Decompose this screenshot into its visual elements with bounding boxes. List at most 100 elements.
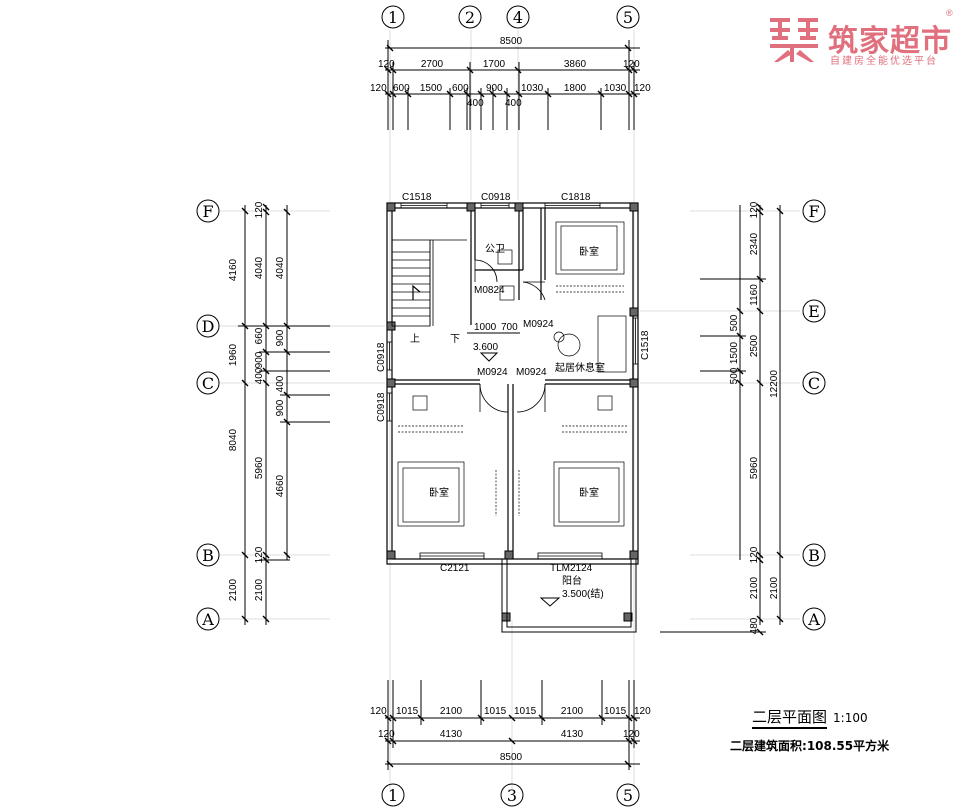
dim: 12200 [769, 370, 780, 398]
dim: 120 [254, 201, 265, 218]
dim: 700 [501, 322, 518, 333]
axis-bottom-5: 5 [623, 786, 633, 805]
door-swings [474, 259, 546, 413]
dim: 400 [275, 375, 286, 392]
door-label: TLM2124 [550, 563, 593, 574]
columns [386, 202, 639, 622]
dim: 2100 [228, 578, 239, 601]
axis-left-A: A [201, 610, 214, 629]
dim: 120 [623, 59, 640, 70]
axis-top-4: 4 [513, 8, 523, 27]
elevation-balcony: 3.500(结) [562, 587, 604, 600]
plan-labels: C1518 C0918 C1818 C1518 C0918 C0918 C212… [376, 192, 651, 600]
dim: 2100 [749, 576, 760, 599]
stair-down-label: 下 [450, 334, 460, 345]
axis-bubbles-right: F E C B A [802, 199, 826, 631]
dim: 120 [749, 546, 760, 563]
room-label: 卧室 [579, 245, 599, 258]
building-walls [386, 202, 639, 565]
axis-bottom-1: 1 [388, 786, 398, 805]
room-label: 卧室 [579, 486, 599, 499]
dim-top-total: 8500 [500, 36, 523, 47]
dim: 1800 [564, 83, 587, 94]
windows [386, 202, 639, 560]
dim: 4660 [275, 474, 286, 497]
door-label: M0824 [474, 285, 505, 296]
dim: 1030 [604, 83, 627, 94]
dim: 4040 [254, 256, 265, 279]
door-label: M0924 [523, 319, 554, 330]
window-label: C1518 [640, 330, 651, 360]
axis-bubbles-top: 1 2 4 5 [381, 5, 640, 29]
floor-area-value: 108.55平方米 [806, 739, 890, 753]
registered-mark: ® [946, 8, 953, 18]
axis-right-B: B [808, 546, 820, 565]
axis-right-A: A [807, 610, 820, 629]
dim: 120 [254, 546, 265, 563]
dim: 400 [467, 98, 484, 109]
dim: 480 [749, 617, 760, 634]
dim: 1500 [420, 83, 443, 94]
dim: 1700 [483, 59, 506, 70]
dim: 120 [634, 706, 651, 717]
axis-top-2: 2 [465, 8, 475, 27]
door-label: M0924 [516, 367, 547, 378]
dim: 500 [729, 314, 740, 331]
dim: 1500 [729, 341, 740, 364]
floor-area-label: 二层建筑面积: [730, 739, 807, 753]
bottom-dimensions [384, 680, 640, 770]
dim: 120 [749, 201, 760, 218]
axis-left-B: B [202, 546, 214, 565]
top-dimensions [384, 40, 640, 130]
dim: 2340 [749, 232, 760, 255]
right-dimension-text: 500 1500 500 120 2340 1160 2500 5960 120… [729, 201, 780, 634]
axis-left-C: C [202, 374, 214, 393]
dim: 2100 [561, 706, 584, 717]
axis-top-1: 1 [388, 8, 398, 27]
dim: 500 [729, 367, 740, 384]
axis-top-5: 5 [623, 8, 633, 27]
dim: 120 [634, 83, 651, 94]
dim: 120 [370, 706, 387, 717]
room-label: 起居休息室 [555, 361, 605, 374]
dim: 900 [254, 351, 265, 368]
dim: 2100 [769, 576, 780, 599]
top-dimension-text: 8500 120 2700 1700 3860 120 120 600 1500… [370, 36, 651, 109]
dim: 1960 [228, 343, 239, 366]
dim: 1000 [474, 322, 497, 333]
furniture [397, 221, 628, 527]
drawing-title: 二层平面图 [752, 708, 828, 729]
dim: 900 [275, 399, 286, 416]
dim: 5960 [749, 456, 760, 479]
dim: 120 [623, 729, 640, 740]
dim: 4130 [561, 729, 584, 740]
bottom-dimension-text: 120 1015 2100 1015 1015 2100 1015 120 12… [370, 706, 651, 763]
axis-right-C: C [808, 374, 820, 393]
dim: 1015 [604, 706, 627, 717]
dim: 120 [378, 59, 395, 70]
axis-left-D: D [202, 317, 215, 336]
window-label: C0918 [376, 342, 387, 372]
dim: 2100 [254, 578, 265, 601]
dim: 1015 [484, 706, 507, 717]
dim: 1015 [514, 706, 537, 717]
dim: 4160 [228, 258, 239, 281]
dim: 400 [505, 98, 522, 109]
room-label: 公卫 [485, 244, 505, 255]
dim: 2500 [749, 334, 760, 357]
dim: 400 [254, 367, 265, 384]
dim: 8040 [228, 428, 239, 451]
dim: 120 [370, 83, 387, 94]
door-label: M0924 [477, 367, 508, 378]
window-label: C1518 [402, 192, 432, 203]
dim: 1160 [749, 284, 760, 306]
axis-right-F: F [808, 202, 819, 221]
axis-bubbles-bottom: 1 3 5 [381, 783, 640, 807]
dim: 600 [452, 83, 469, 94]
left-dimension-text: 4160 1960 8040 2100 120 4040 900 660 400… [228, 201, 286, 601]
brand-mark-icon [770, 18, 818, 62]
dim: 2700 [421, 59, 444, 70]
dim: 2100 [440, 706, 463, 717]
dim: 660 [254, 327, 265, 344]
